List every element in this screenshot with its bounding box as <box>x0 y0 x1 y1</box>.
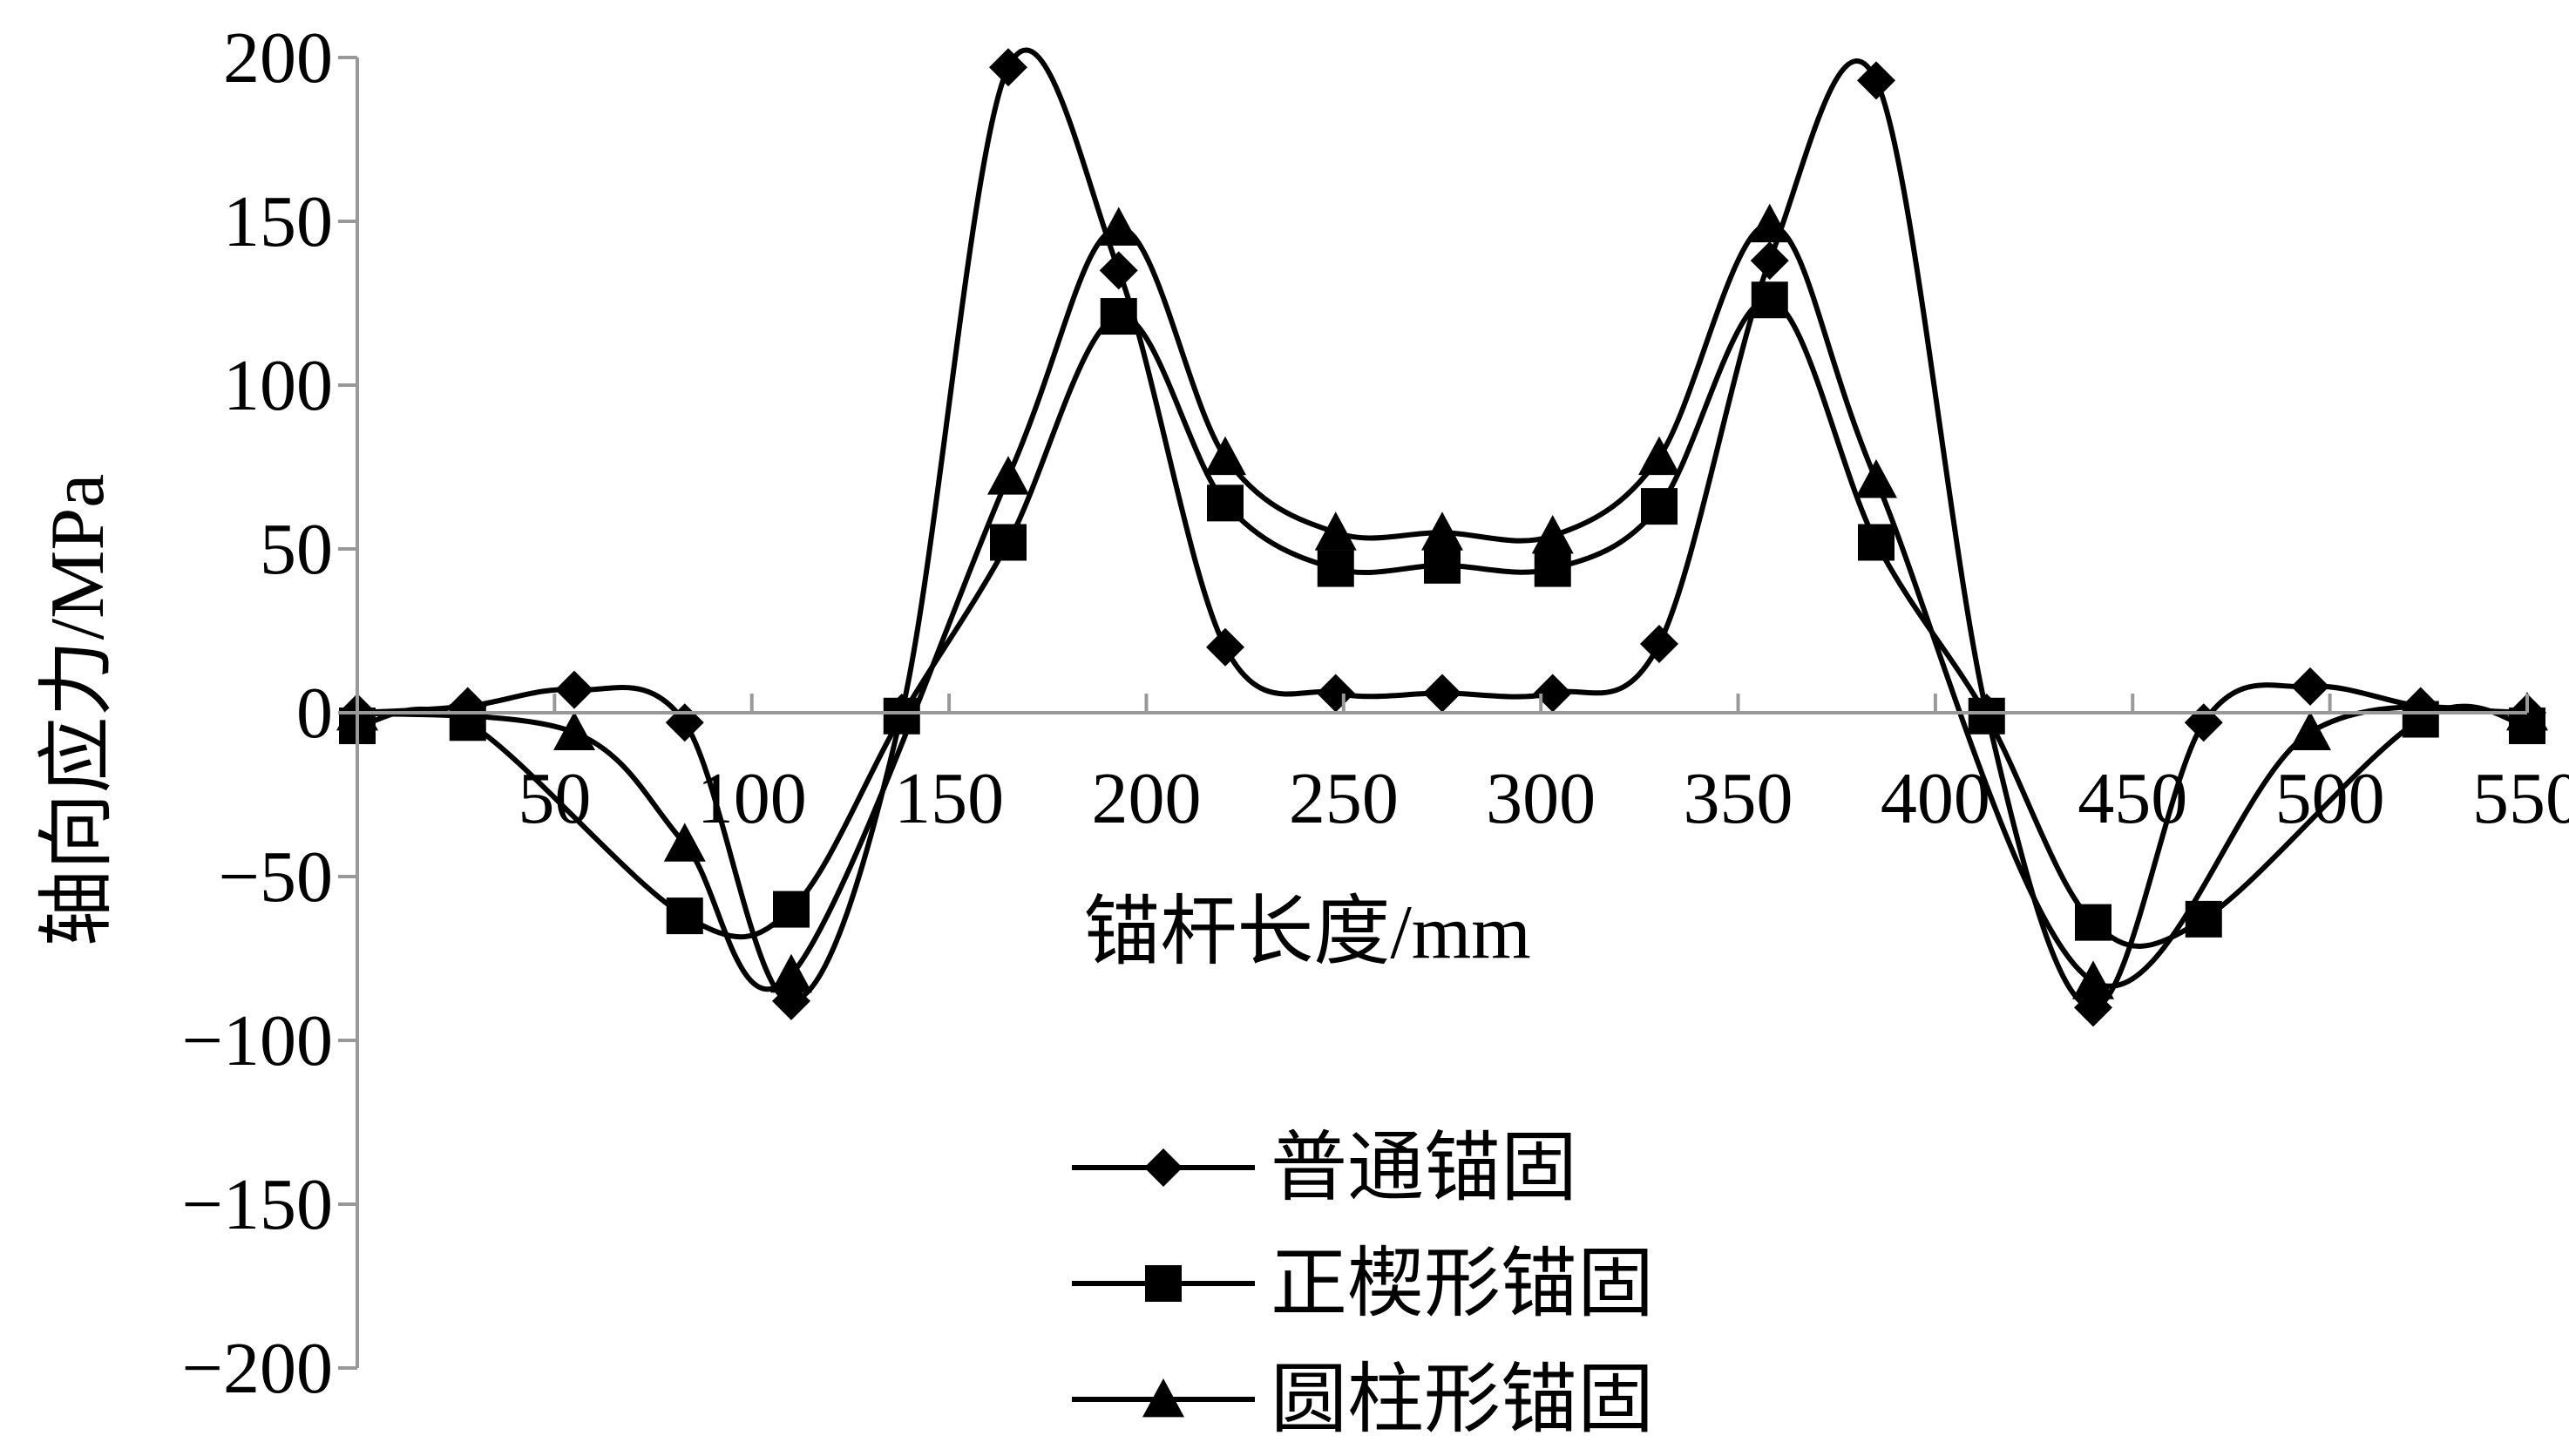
legend-marker-diamond <box>1144 1148 1183 1187</box>
data-point-square <box>449 704 486 742</box>
data-point-square <box>1751 281 1788 319</box>
x-tick-label: 400 <box>1881 758 1990 839</box>
data-point-diamond <box>555 670 593 709</box>
data-point-diamond <box>1206 627 1244 667</box>
series-layer <box>336 47 2548 1027</box>
legend-label: 圆柱形锚固 <box>1271 1358 1654 1443</box>
data-point-square <box>1968 697 2005 735</box>
data-point-triangle <box>770 953 812 993</box>
y-tick-label: 150 <box>223 181 333 262</box>
series-3 <box>336 203 2548 999</box>
x-tick-label: 250 <box>1289 758 1399 839</box>
data-point-diamond <box>1099 251 1138 290</box>
data-point-triangle <box>1314 511 1357 551</box>
data-point-square <box>1317 550 1354 587</box>
x-tick-label: 450 <box>2078 758 2187 839</box>
data-point-diamond <box>1750 241 1789 281</box>
x-tick-label: 300 <box>1486 758 1596 839</box>
data-point-diamond <box>1640 625 1678 664</box>
data-point-square <box>1100 298 1137 335</box>
data-point-triangle <box>1638 436 1680 476</box>
y-tick-label: 200 <box>223 17 333 98</box>
x-tick-label: 100 <box>697 758 807 839</box>
x-tick-label: 200 <box>1091 758 1201 839</box>
data-point-triangle <box>1748 203 1791 243</box>
data-point-square <box>773 891 810 928</box>
series-2 <box>339 281 2545 949</box>
y-tick-label: 50 <box>260 509 333 590</box>
data-point-square <box>1207 484 1244 522</box>
data-point-diamond <box>1316 674 1355 713</box>
data-point-triangle <box>2072 960 2114 999</box>
data-point-triangle <box>1097 207 1140 246</box>
y-tick-label: −100 <box>182 1000 333 1081</box>
data-point-triangle <box>2289 711 2331 750</box>
data-point-triangle <box>1204 436 1246 476</box>
data-point-triangle <box>1531 514 1574 554</box>
legend-label: 正楔形锚固 <box>1271 1243 1654 1327</box>
y-axis-title: 轴向应力/MPa <box>36 474 120 947</box>
data-point-diamond <box>1423 674 1461 713</box>
data-point-square <box>1641 488 1678 525</box>
x-tick-label: 150 <box>894 758 1004 839</box>
data-point-square <box>1858 524 1895 561</box>
data-point-triangle <box>1421 511 1463 551</box>
legend-marker-triangle <box>1142 1378 1184 1418</box>
data-point-diamond <box>989 48 1027 87</box>
legend-marker-square <box>1145 1265 1182 1302</box>
data-point-triangle <box>987 456 1029 495</box>
x-tick-label: 50 <box>518 758 591 839</box>
x-axis-title: 锚杆长度/mm <box>1083 891 1530 975</box>
data-point-diamond <box>2291 667 2329 706</box>
y-tick-label: −200 <box>182 1328 333 1409</box>
data-point-diamond <box>1857 61 1895 100</box>
y-tick-label: −150 <box>182 1164 333 1245</box>
y-tick-label: −50 <box>219 836 333 918</box>
data-point-square <box>666 897 703 935</box>
x-tick-label: 350 <box>1684 758 1793 839</box>
data-point-square <box>1534 550 1571 587</box>
data-point-triangle <box>553 711 595 750</box>
series-line <box>356 221 2528 992</box>
data-point-square <box>1424 546 1461 584</box>
data-point-square <box>2075 904 2111 941</box>
y-tick-label: 0 <box>296 673 333 754</box>
legend-label: 普通锚固 <box>1271 1127 1577 1211</box>
x-tick-label: 500 <box>2275 758 2385 839</box>
x-tick-label: 550 <box>2472 758 2569 839</box>
data-point-triangle <box>1855 459 1897 498</box>
data-point-diamond <box>1533 674 1572 713</box>
data-point-triangle <box>663 823 706 862</box>
series-1 <box>338 47 2546 1027</box>
y-tick-label: 100 <box>223 345 333 426</box>
data-point-square <box>990 524 1027 561</box>
